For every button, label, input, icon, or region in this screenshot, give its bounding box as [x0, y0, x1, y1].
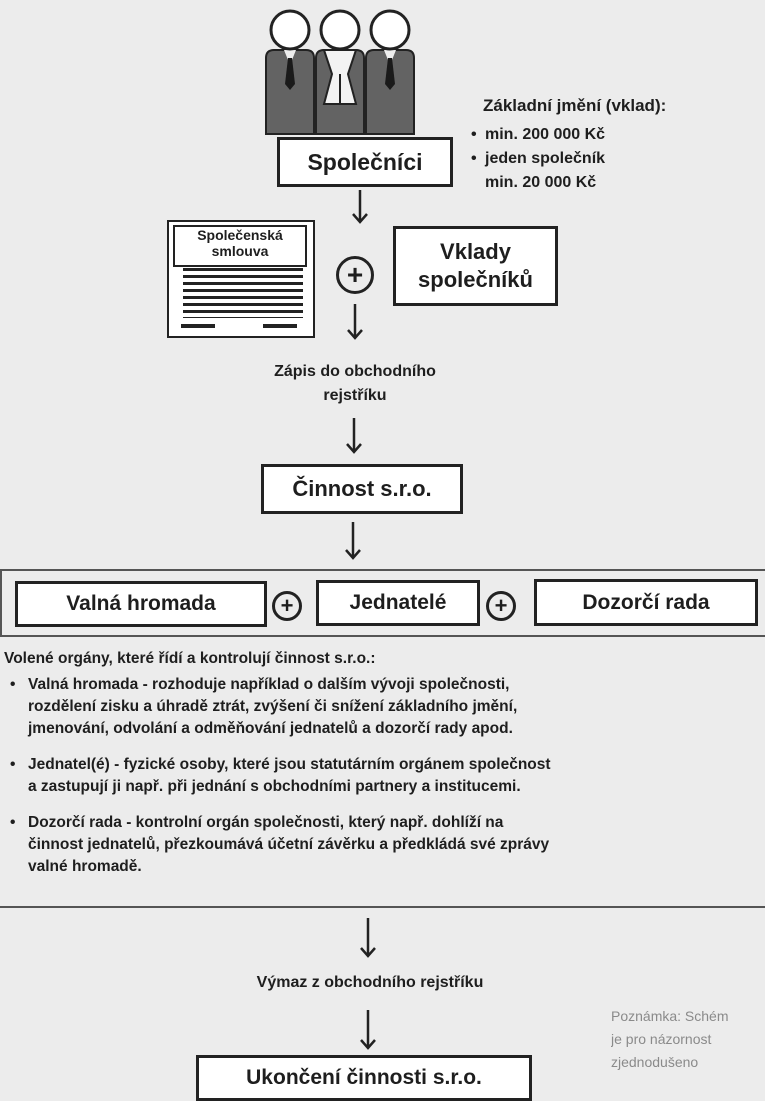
executives-box: Jednatelé [316, 580, 480, 626]
organ-item: • Valná hromada - rozhoduje například o … [10, 676, 518, 737]
plus-icon: + [486, 591, 516, 621]
organ-item: • Jednatel(é) - fyzické osoby, které jso… [10, 756, 551, 795]
contract-document: Společenská smlouva [167, 220, 315, 338]
plus-icon: + [272, 591, 302, 621]
organs-list: • Valná hromada - rozhoduje například o … [6, 674, 765, 878]
termination-box: Ukončení činnosti s.r.o. [196, 1055, 532, 1101]
general-meeting-box: Valná hromada [15, 581, 267, 627]
registration-text: Zápis do obchodního rejstříku [274, 363, 436, 404]
capital-list: min. 200 000 Kč jeden společník min. 20 … [471, 123, 605, 195]
person-icon [315, 9, 365, 135]
plus-icon: + [336, 256, 374, 294]
supervisory-board-box: Dozorčí rada [534, 579, 758, 626]
arrow-down-icon [347, 304, 363, 340]
arrow-down-icon [352, 190, 368, 224]
contributions-box: Vklady společníků [393, 226, 558, 306]
activity-box: Činnost s.r.o. [261, 464, 463, 514]
signature-line [263, 324, 297, 328]
arrow-down-icon [345, 522, 361, 560]
person-icon [365, 9, 415, 135]
capital-title: Základní jmění (vklad): [483, 96, 667, 115]
partners-illustration [265, 9, 415, 135]
contract-title: Společenská smlouva [173, 225, 307, 267]
arrow-down-icon [360, 1010, 376, 1050]
organ-item: • Dozorčí rada - kontrolní orgán společn… [10, 814, 550, 875]
organs-band: Valná hromada + Jednatelé + Dozorčí rada [0, 569, 765, 637]
signature-line [181, 324, 215, 328]
organs-intro: Volené orgány, které řídí a kontrolují č… [4, 650, 376, 667]
capital-item: jeden společník [471, 147, 605, 171]
arrow-down-icon [346, 418, 362, 454]
capital-item: min. 200 000 Kč [471, 123, 605, 147]
arrow-down-icon [360, 918, 376, 958]
partners-box: Společníci [277, 137, 453, 187]
divider [0, 906, 765, 908]
note-text: Poznámka: Schém je pro názornost zjednod… [611, 1008, 729, 1070]
person-icon [265, 9, 315, 135]
contract-lines [183, 268, 303, 318]
capital-item-continuation: min. 20 000 Kč [485, 174, 597, 191]
deregistration-text: Výmaz z obchodního rejstříku [256, 974, 484, 991]
